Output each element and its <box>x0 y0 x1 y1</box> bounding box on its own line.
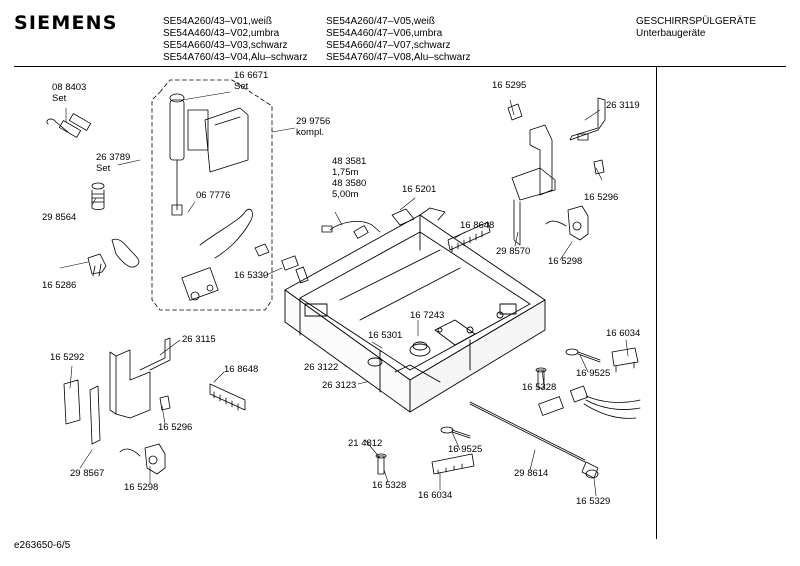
part-label-263119: 26 3119 <box>606 100 640 111</box>
part-label-263122: 26 3122 <box>304 362 339 373</box>
part-label-165328-right: 16 5328 <box>522 382 557 393</box>
part-label-166034-bottom: 16 6034 <box>418 490 453 501</box>
part-label-298570: 29 8570 <box>496 246 531 257</box>
part-label-263123: 26 3123 <box>322 380 357 391</box>
model-item: SE54A260/43–V01,weiß <box>163 16 272 27</box>
leader-lines <box>59 91 629 497</box>
category-block: GESCHIRRSPÜLGERÄTE Unterbaugeräte <box>636 16 756 40</box>
assembly-group-outline <box>151 79 273 311</box>
header-divider <box>14 66 786 67</box>
part-label-165295: 16 5295 <box>492 80 527 91</box>
model-list-1: SE54A260/43–V01,weiß SE54A460/43–V02,umb… <box>163 16 308 64</box>
part-label-165329: 16 5329 <box>576 496 611 507</box>
part-label-168648-right: 16 8648 <box>460 220 495 231</box>
brand-logo: SIEMENS <box>14 12 118 34</box>
part-note: Set <box>52 93 67 104</box>
part-label-165296-right: 16 5296 <box>584 192 619 203</box>
valve-group <box>169 93 270 301</box>
ribbed-strips <box>209 221 491 411</box>
model-item: SE54A760/47–V08,Alu–schwarz <box>326 52 471 63</box>
cable-assembly <box>321 208 415 239</box>
part-label-483581-483580: 48 3581 1,75m 48 3580 5,00m <box>332 156 366 200</box>
part-number: 29 9756 <box>296 116 331 127</box>
part-note: Set <box>96 163 111 174</box>
connectors <box>431 347 641 475</box>
model-item: SE54A660/43–V03,schwarz <box>163 40 288 51</box>
part-label-165201: 16 5201 <box>402 184 437 195</box>
part-label-165296-left: 16 5296 <box>158 422 193 433</box>
base-frame <box>284 207 546 413</box>
part-number: 26 3789 <box>96 152 131 163</box>
model-item: SE54A460/47–V06,umbra <box>326 28 443 39</box>
part-label-165298-right: 16 5298 <box>548 256 583 267</box>
part-label-298614: 29 8614 <box>514 468 549 479</box>
part-label-168648-left: 16 8648 <box>224 364 259 375</box>
part-number: 48 3581 <box>332 156 367 167</box>
part-label-165328-bottom: 16 5328 <box>372 480 407 491</box>
part-label-166034-right: 16 6034 <box>606 328 641 339</box>
part-number: 16 6671 <box>234 70 269 81</box>
model-item: SE54A460/43–V02,umbra <box>163 28 280 39</box>
part-note: Set <box>234 81 249 92</box>
model-item: SE54A260/47–V05,weiß <box>326 16 435 27</box>
rod-and-cap <box>469 401 599 479</box>
model-list-2: SE54A260/47–V05,weiß SE54A460/47–V06,umb… <box>326 16 471 64</box>
part-label-165298-left: 16 5298 <box>124 482 159 493</box>
part-label-067776: 06 7776 <box>196 190 231 201</box>
part-label-298564: 29 8564 <box>42 212 77 223</box>
right-upper-brackets <box>507 97 606 246</box>
part-note: kompl. <box>296 127 324 138</box>
fasteners <box>281 255 601 475</box>
part-label-165301: 16 5301 <box>368 330 403 341</box>
part-label-165330: 16 5330 <box>234 270 269 281</box>
part-note: 1,75m <box>332 167 359 178</box>
right-column-divider <box>656 66 657 539</box>
part-label-165292: 16 5292 <box>50 352 85 363</box>
part-number: 08 8403 <box>52 82 87 93</box>
part-label-167243: 16 7243 <box>410 310 445 321</box>
part-label-263115: 26 3115 <box>182 334 216 345</box>
category-title: GESCHIRRSPÜLGERÄTE <box>636 16 757 27</box>
part-note: 5,00m <box>332 189 359 200</box>
document-id: e263650-6/5 <box>14 540 71 551</box>
part-label-165286: 16 5286 <box>42 280 77 291</box>
part-number: 48 3580 <box>332 178 367 189</box>
left-brackets <box>63 337 171 475</box>
category-subtitle: Unterbaugeräte <box>636 28 706 39</box>
part-label-169525-right: 16 9525 <box>576 368 611 379</box>
part-label-169525-bottom: 16 9525 <box>448 444 483 455</box>
part-label-298567: 29 8567 <box>70 468 105 479</box>
part-label-214812: 21 4812 <box>348 438 383 449</box>
model-item: SE54A660/47–V07,schwarz <box>326 40 451 51</box>
model-item: SE54A760/43–V04,Alu–schwarz <box>163 52 308 63</box>
left-parts <box>46 113 140 277</box>
